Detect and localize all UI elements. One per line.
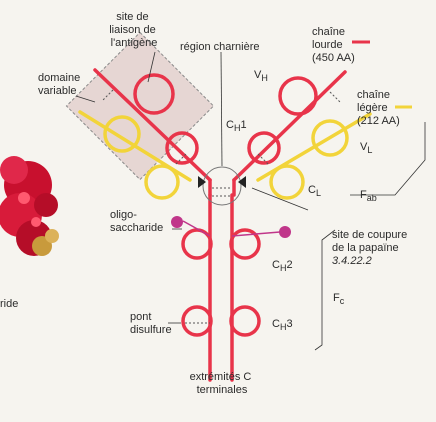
label-chaine-lourde: chaîne lourde (450 AA) (312, 26, 355, 64)
cl-right-loop (271, 166, 303, 198)
label-vh: VH (254, 69, 268, 83)
label-site-coupure: site de coupure de la papaïne 3.4.22.2 (332, 229, 410, 267)
left-partial-text: ride (0, 298, 18, 310)
label-site-liaison: site de liaison de l'antigène (109, 11, 159, 49)
sugar-left (171, 216, 183, 228)
ch1-right-loop (249, 133, 279, 163)
label-pont-disulfure: pont disulfure (130, 311, 172, 336)
heavy-chain-right-arm (234, 72, 345, 180)
label-ch3: CH3 (272, 318, 293, 332)
label-ch1: CH1 (226, 119, 247, 133)
label-fc: Fc (333, 292, 345, 306)
vh-right-loop (280, 78, 316, 114)
sugar-right (279, 226, 291, 238)
cl-left-loop (146, 166, 178, 198)
label-ch2: CH2 (272, 259, 293, 273)
label-cl: CL (308, 184, 321, 198)
label-chaine-legere: chaîne légère (212 AA) (357, 89, 400, 127)
label-vl: VL (360, 141, 372, 155)
label-domaine-variable: domaine variable (38, 72, 83, 97)
label-fab: Fab (360, 189, 377, 203)
label-oligosaccharide: oligo- saccharide (110, 209, 163, 234)
protein-molecule-image (0, 156, 59, 256)
label-region-charniere: région charnière (180, 41, 260, 53)
label-extremites: extrémités C terminales (190, 371, 255, 396)
